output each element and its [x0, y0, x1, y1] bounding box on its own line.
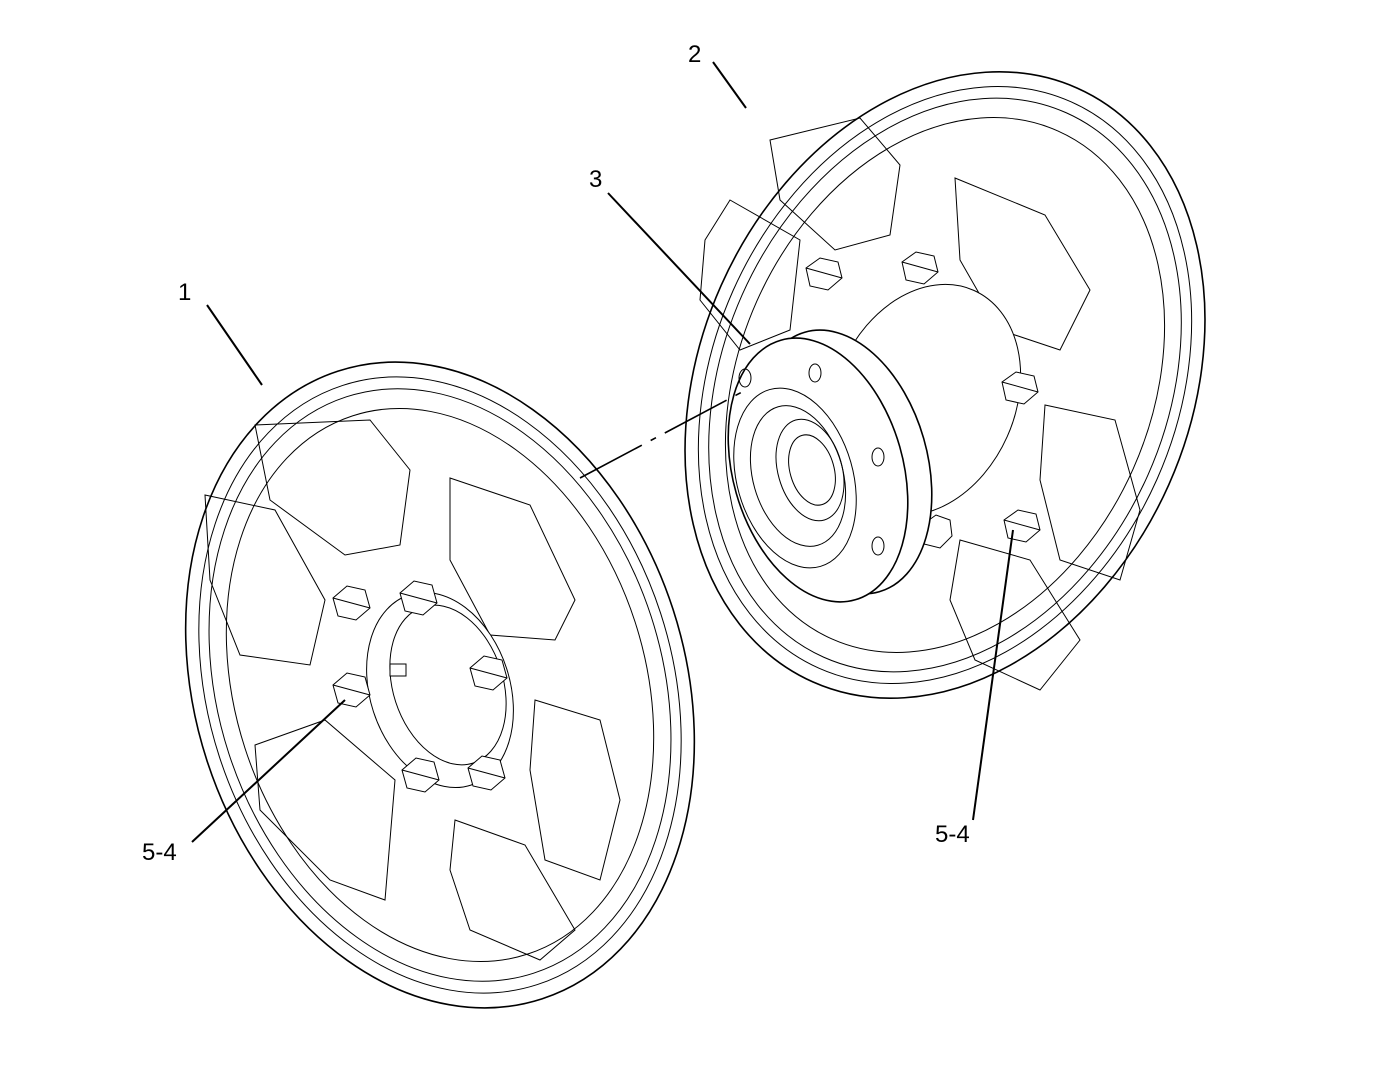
callout-part-2: 2: [688, 41, 701, 68]
bolt: [805, 257, 843, 291]
leader-part-2: [712, 61, 747, 109]
wheel-front-bolts: [332, 580, 508, 793]
wheel-front-spoke-openings: [204, 419, 621, 961]
bolt: [467, 755, 506, 791]
wheel-rear: [684, 71, 1206, 699]
assembly-axis: [579, 391, 743, 479]
callout-part-5-4-left: 5-4: [142, 839, 177, 866]
callout-part-5-4-right: 5-4: [935, 821, 970, 848]
leader-part-3: [607, 192, 751, 345]
callout-labels: 1 2 3 5-4 5-4: [142, 41, 970, 866]
flange-holes: [738, 363, 885, 556]
callout-part-3: 3: [589, 166, 602, 193]
bolt: [332, 585, 371, 621]
wheel-front: [184, 361, 696, 1009]
leader-lines: [191, 61, 1014, 843]
bolt: [1001, 371, 1039, 405]
leader-part-1: [206, 304, 263, 386]
bolt: [469, 655, 508, 691]
bolt: [401, 757, 440, 793]
bolt: [332, 672, 371, 708]
wheel-rear-spoke-openings: [699, 117, 1141, 691]
bolt: [399, 580, 438, 616]
stud: [389, 663, 407, 677]
leader-part-5-4-left: [191, 699, 346, 843]
bolt: [901, 251, 939, 285]
callout-part-1: 1: [178, 279, 191, 306]
leader-part-5-4-right: [972, 529, 1014, 821]
bearing-flange: [727, 329, 933, 603]
